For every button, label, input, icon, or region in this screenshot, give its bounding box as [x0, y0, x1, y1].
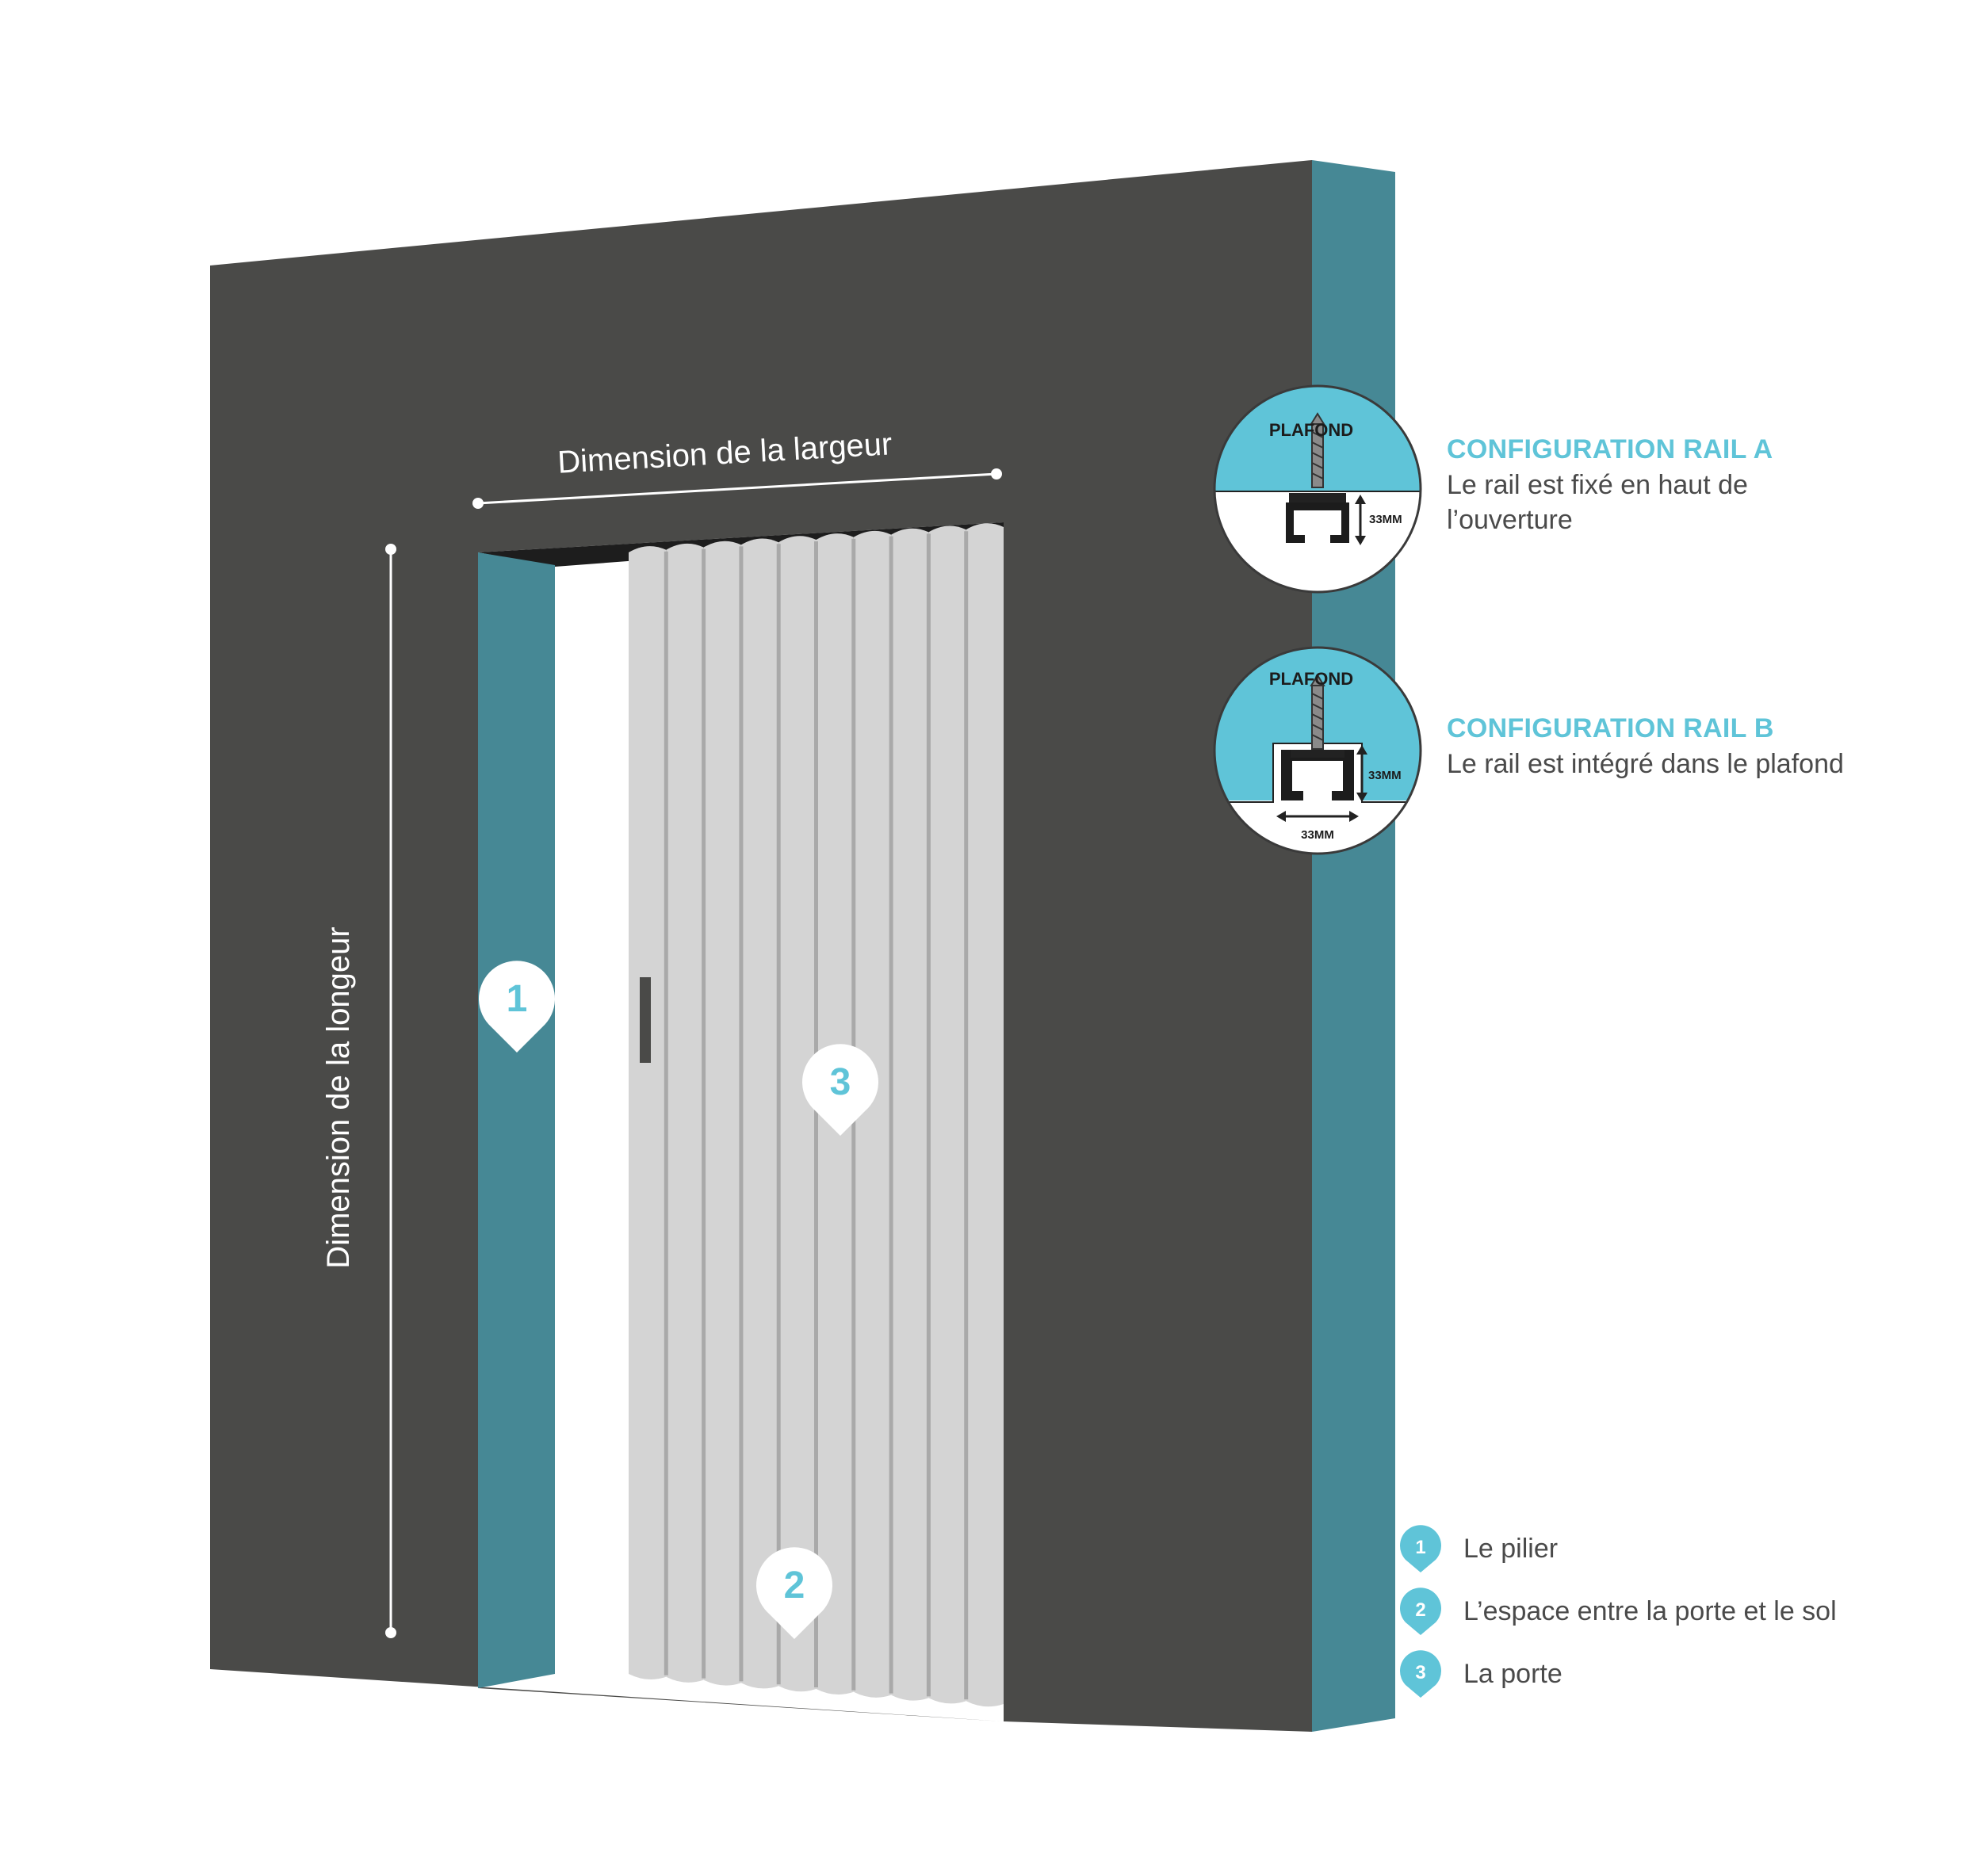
config-a-title: CONFIGURATION RAIL A [1447, 434, 1773, 464]
config-a-height-measure: 33MM [1369, 513, 1402, 526]
svg-text:3: 3 [1415, 1662, 1425, 1683]
svg-text:1: 1 [1415, 1537, 1425, 1558]
legend-item-pillar: 1 Le pilier [1397, 1525, 1558, 1572]
legend-text: La porte [1463, 1658, 1562, 1689]
width-dimension-dot-right [991, 468, 1002, 480]
config-b-ceiling-label: PLAFOND [1269, 669, 1353, 689]
rail-profile [1281, 750, 1354, 800]
svg-text:1: 1 [507, 978, 528, 1020]
config-a-desc-line2: l’ouverture [1447, 505, 1573, 535]
legend-text: L’espace entre la porte et le sol [1463, 1595, 1837, 1626]
door-panel [928, 525, 966, 1704]
svg-text:3: 3 [830, 1061, 851, 1103]
legend-pin-icon: 1 [1400, 1525, 1441, 1572]
config-a-desc-line1: Le rail est fixé en haut de [1447, 470, 1748, 500]
config-a-description: Le rail est fixé en haut de l’ouverture [1447, 468, 1748, 537]
door-panel [629, 546, 667, 1680]
legend-text: Le pilier [1463, 1533, 1559, 1564]
config-b-width-measure: 33MM [1301, 828, 1334, 842]
door-panel [966, 523, 1004, 1707]
legend-item-door: 3 La porte [1397, 1650, 1562, 1698]
legend-pin-icon: 2 [1400, 1588, 1441, 1635]
height-dimension-dot-bottom [385, 1627, 396, 1638]
door-panel [853, 530, 892, 1698]
legend-pin-icon: 3 [1400, 1650, 1441, 1698]
door-handle [640, 977, 651, 1063]
legend-item-gap: 2 L’espace entre la porte et le sol [1397, 1588, 1837, 1635]
config-a-ceiling-label: PLAFOND [1269, 420, 1353, 440]
pillar [478, 552, 555, 1688]
width-dimension-line [477, 472, 997, 505]
height-dimension-dot-top [385, 544, 396, 555]
width-dimension-dot-left [472, 498, 484, 509]
height-dimension-label: Dimension de la longeur [321, 927, 356, 1268]
config-b-description: Le rail est intégré dans le plafond [1447, 747, 1844, 781]
door-panel [666, 543, 704, 1683]
svg-text:2: 2 [1415, 1599, 1425, 1621]
wall-front-face [210, 160, 1312, 1732]
rail-profile [1286, 502, 1349, 543]
marker-pin-3: 3 [802, 1044, 878, 1136]
config-b-title: CONFIGURATION RAIL B [1447, 713, 1774, 743]
folding-door [629, 523, 1004, 1707]
svg-text:2: 2 [784, 1565, 805, 1607]
door-panel [778, 536, 817, 1692]
marker-pin-1: 1 [479, 961, 555, 1053]
config-b-height-measure: 33MM [1368, 769, 1402, 782]
door-panel [740, 538, 779, 1689]
door-panel [703, 541, 741, 1686]
config-b-desc-line1: Le rail est intégré dans le plafond [1447, 749, 1844, 779]
marker-pin-2: 2 [756, 1547, 832, 1639]
door-panel [891, 528, 929, 1701]
